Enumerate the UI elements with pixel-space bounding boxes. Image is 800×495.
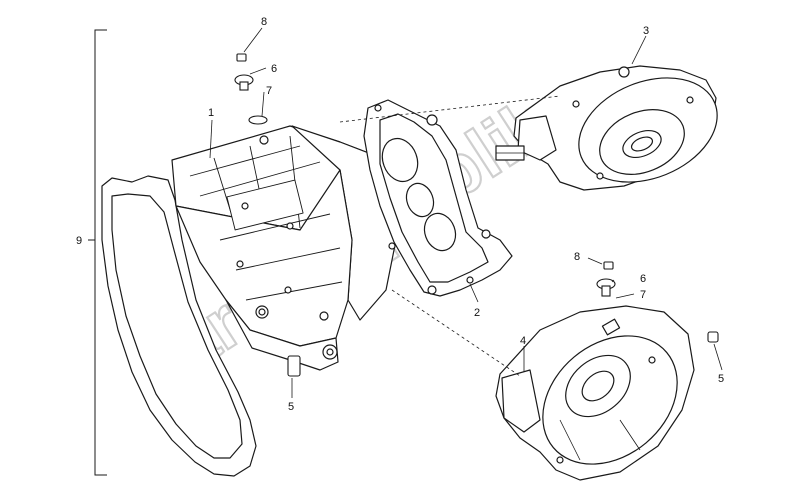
callout-5-left: 5 bbox=[288, 401, 294, 413]
callout-6-right: 6 bbox=[640, 273, 646, 285]
callout-1: 1 bbox=[208, 107, 214, 119]
callout-7-right: 7 bbox=[640, 289, 646, 301]
leader-lines bbox=[209, 27, 723, 398]
rear-cover-upper bbox=[495, 65, 718, 191]
seal-7-top bbox=[248, 115, 268, 125]
callout-8-top: 8 bbox=[261, 16, 267, 28]
rear-cover-lower bbox=[495, 305, 695, 481]
callout-6-top: 6 bbox=[271, 63, 277, 75]
assembly-bracket bbox=[88, 29, 107, 476]
drain-plug-5-left bbox=[287, 355, 301, 377]
callout-9: 9 bbox=[76, 235, 82, 247]
gearbox-housing bbox=[101, 125, 399, 477]
callout-2: 2 bbox=[474, 307, 480, 319]
callout-5-right: 5 bbox=[718, 373, 724, 385]
breather-stem-top bbox=[239, 81, 249, 91]
callout-3: 3 bbox=[643, 25, 649, 37]
callout-8-right: 8 bbox=[574, 251, 580, 263]
callouts: 1 2 3 4 5 5 6 6 7 7 8 8 9 bbox=[76, 16, 724, 413]
callout-4: 4 bbox=[520, 335, 526, 347]
screw-8-right bbox=[603, 261, 614, 270]
breather-stem-right bbox=[601, 285, 611, 297]
screw-8-top bbox=[236, 53, 247, 62]
fasteners bbox=[234, 53, 719, 377]
callout-7-top: 7 bbox=[266, 85, 272, 97]
drain-plug-5-right bbox=[707, 331, 719, 343]
intermediate-flange bbox=[363, 99, 513, 297]
